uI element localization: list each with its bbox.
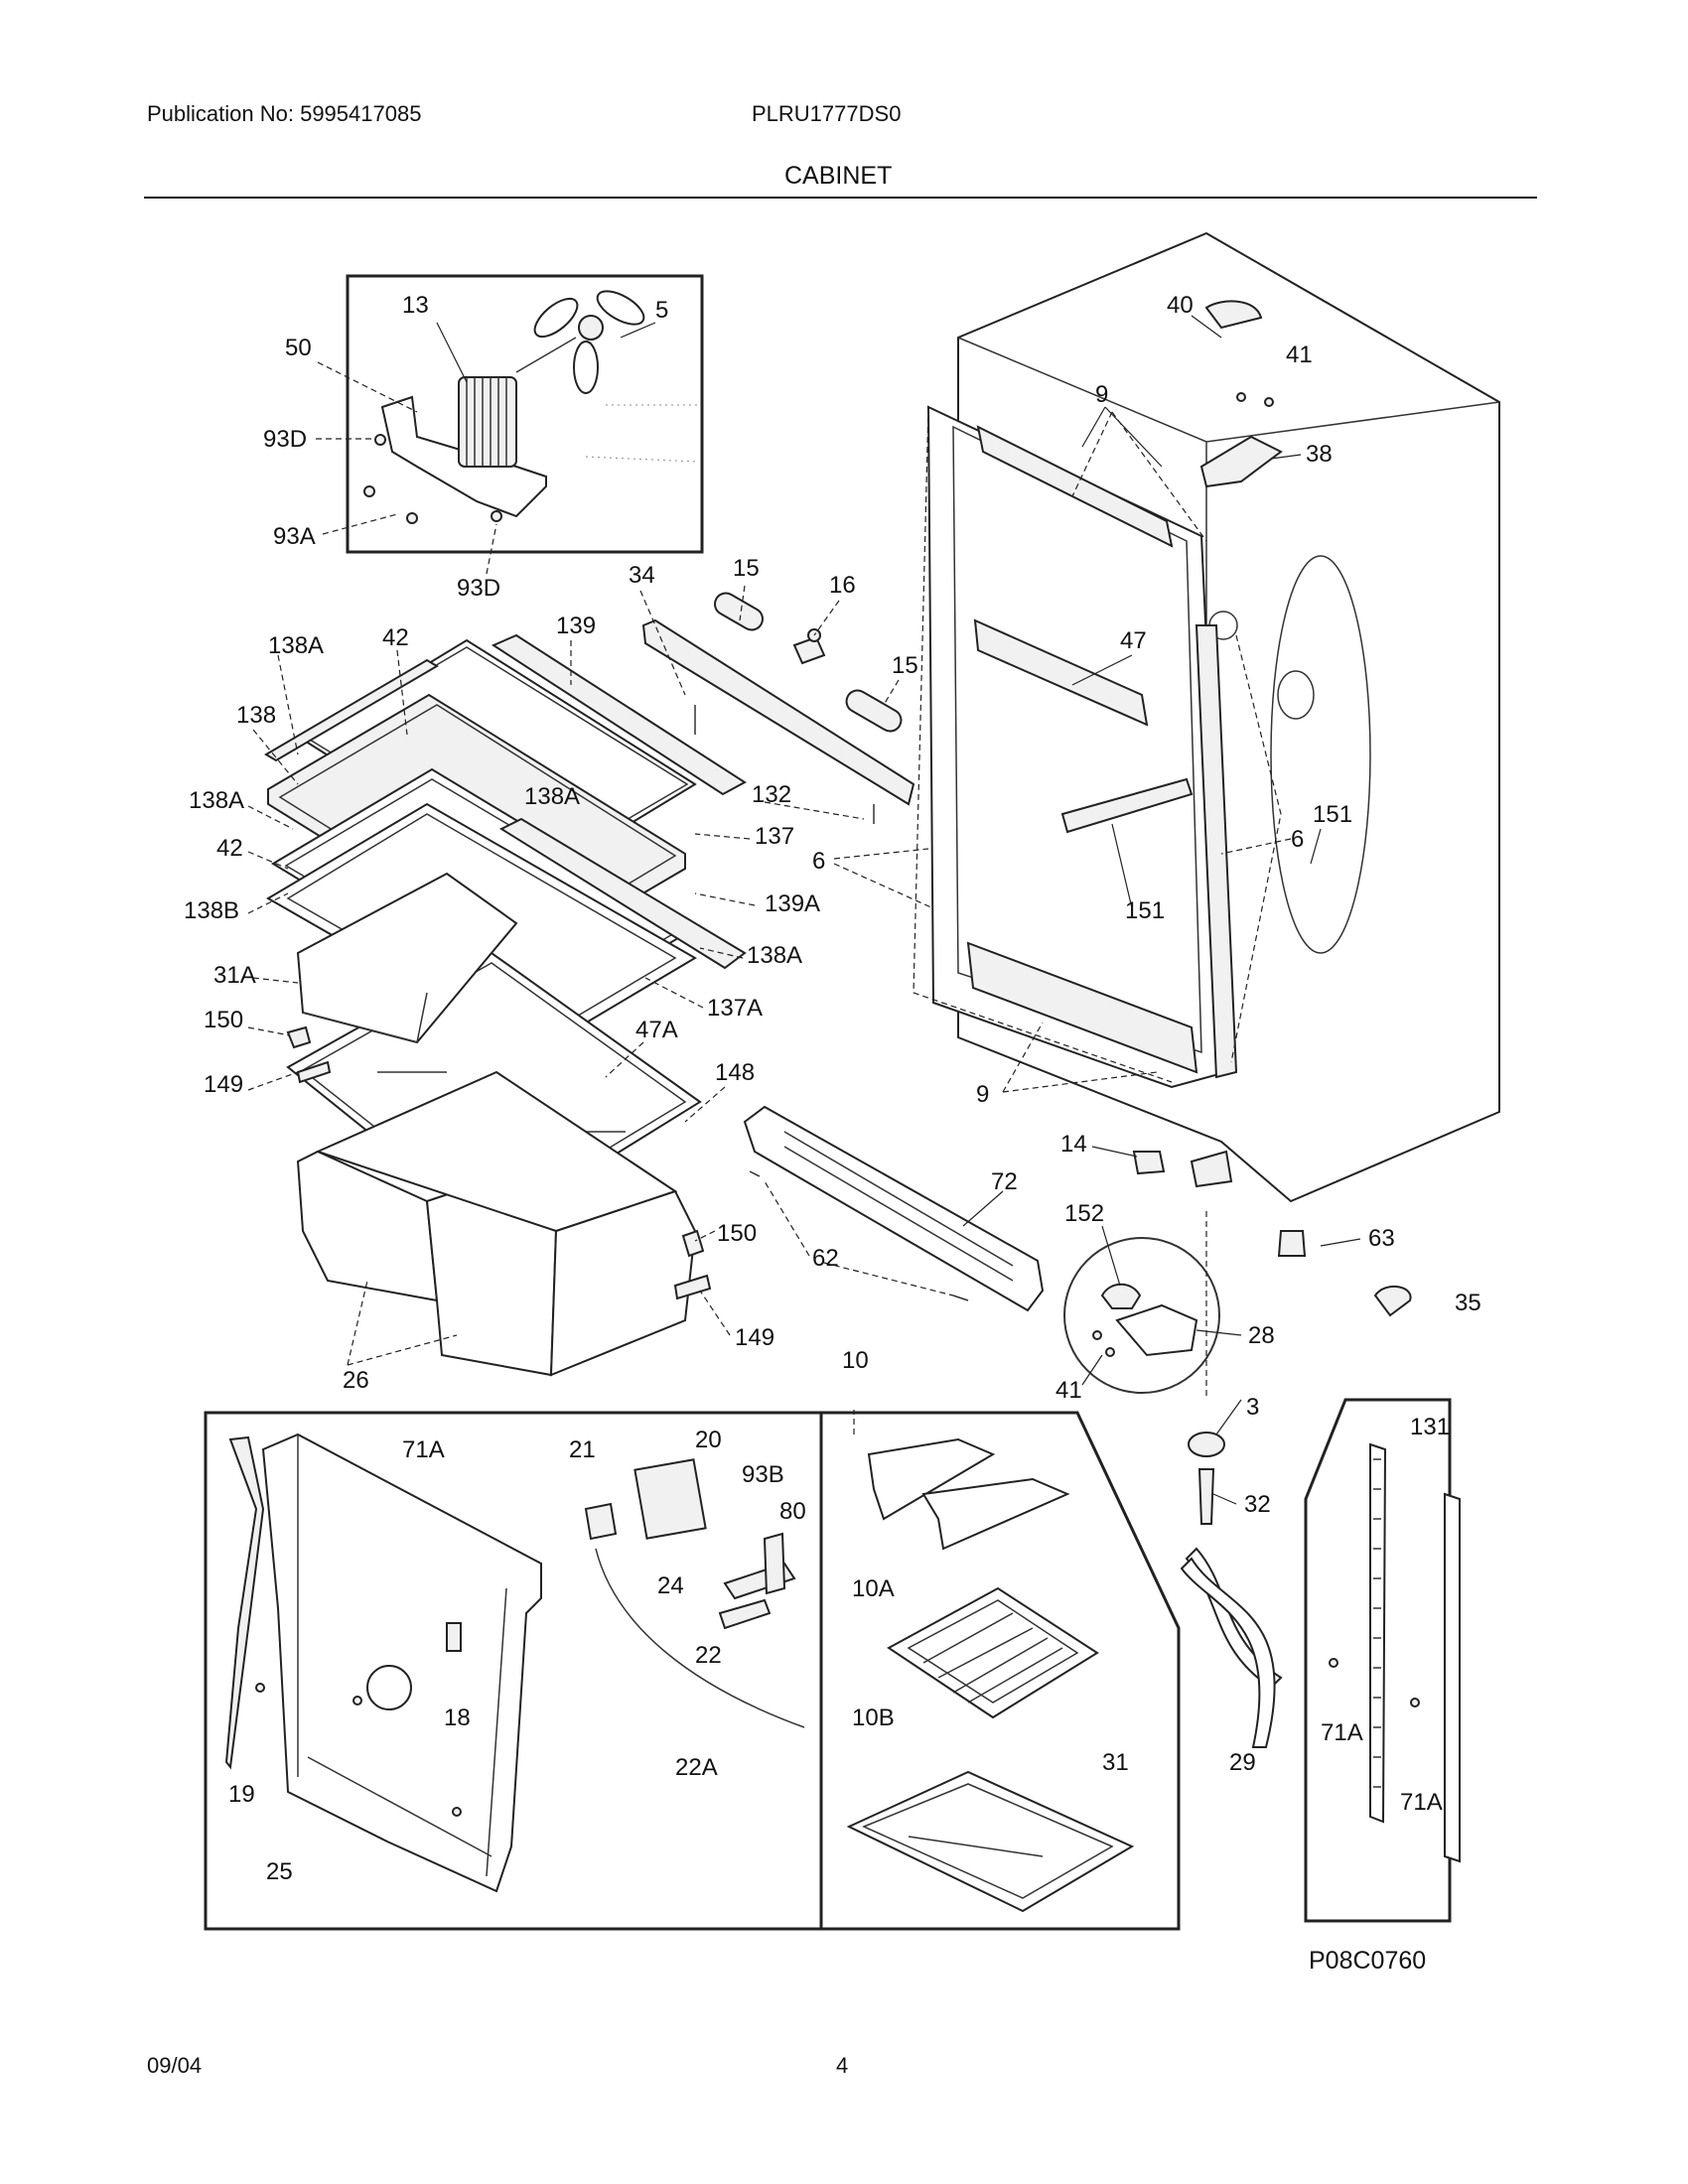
part-label: 148 bbox=[715, 1059, 755, 1086]
part-label: 40 bbox=[1167, 292, 1194, 319]
part-label: 138A bbox=[524, 783, 580, 810]
defrost-heater-inset bbox=[821, 1410, 1181, 1931]
part-label: 24 bbox=[657, 1572, 684, 1599]
part-label: 137 bbox=[755, 823, 794, 850]
part-label: 6 bbox=[812, 848, 825, 875]
part-label: 22 bbox=[695, 1642, 722, 1669]
part-label: 10 bbox=[842, 1347, 869, 1374]
part-label: 131 bbox=[1410, 1414, 1450, 1440]
part-label: 15 bbox=[892, 652, 918, 679]
part-label: 31A bbox=[213, 962, 256, 989]
part-label: 6 bbox=[1291, 826, 1304, 853]
publication-number: Publication No: 5995417085 bbox=[147, 101, 422, 126]
part-label: 16 bbox=[829, 572, 856, 599]
part-label: 152 bbox=[1064, 1200, 1104, 1227]
footer-date: 09/04 bbox=[147, 2053, 203, 2078]
part-label: 31 bbox=[1102, 1749, 1129, 1776]
part-label: 35 bbox=[1455, 1290, 1481, 1316]
part-label: 137A bbox=[707, 995, 763, 1022]
part-label: 138A bbox=[747, 942, 802, 969]
part-label: 149 bbox=[204, 1071, 243, 1098]
part-label: 38 bbox=[1306, 441, 1333, 468]
header-rule bbox=[144, 197, 1537, 199]
part-label: 93D bbox=[263, 426, 307, 453]
part-label: 151 bbox=[1313, 801, 1352, 828]
part-label: 5 bbox=[655, 297, 668, 324]
part-label: 72 bbox=[991, 1168, 1018, 1195]
part-label: 21 bbox=[569, 1436, 596, 1463]
part-label: 150 bbox=[717, 1220, 757, 1247]
kick-plate bbox=[743, 1105, 1045, 1312]
fan-blade-icon bbox=[533, 290, 645, 394]
part-label: 80 bbox=[779, 1498, 806, 1525]
part-label: 20 bbox=[695, 1427, 722, 1453]
part-label: 10B bbox=[852, 1705, 895, 1731]
part-label: 138A bbox=[268, 632, 324, 659]
part-label: 138B bbox=[184, 897, 239, 924]
part-label: 138 bbox=[236, 702, 276, 729]
part-label: 9 bbox=[1095, 381, 1108, 408]
cabinet-body bbox=[913, 231, 1500, 1203]
part-label: 10A bbox=[852, 1575, 895, 1602]
part-label: 29 bbox=[1229, 1749, 1256, 1776]
part-label: 19 bbox=[228, 1781, 255, 1808]
part-label: 3 bbox=[1246, 1394, 1259, 1421]
part-label: 42 bbox=[216, 835, 243, 862]
part-label: 63 bbox=[1368, 1225, 1395, 1252]
part-label: 71A bbox=[1321, 1719, 1363, 1746]
part-label: 28 bbox=[1248, 1322, 1275, 1349]
part-label: 71A bbox=[402, 1436, 445, 1463]
part-label: 15 bbox=[733, 555, 760, 582]
part-label: 138A bbox=[189, 787, 244, 814]
part-label: 151 bbox=[1125, 897, 1165, 924]
part-label: 22A bbox=[675, 1754, 718, 1781]
part-label: 18 bbox=[444, 1705, 471, 1731]
part-label: 41 bbox=[1055, 1377, 1082, 1404]
part-label: 132 bbox=[752, 781, 791, 808]
model-number: PLRU1777DS0 bbox=[752, 101, 902, 126]
part-label: 42 bbox=[382, 624, 409, 651]
part-label: 139A bbox=[765, 890, 820, 917]
part-label: 150 bbox=[204, 1007, 243, 1033]
leader-lines bbox=[247, 315, 1361, 1505]
part-label: 71A bbox=[1400, 1789, 1443, 1816]
page-number: 4 bbox=[836, 2053, 849, 2078]
part-label: 149 bbox=[735, 1324, 774, 1351]
section-title: CABINET bbox=[784, 162, 893, 190]
shelf-assemblies bbox=[264, 633, 747, 1377]
part-label: 14 bbox=[1060, 1131, 1087, 1158]
part-label: 25 bbox=[266, 1858, 293, 1885]
part-label: 47 bbox=[1120, 627, 1147, 654]
part-label: 9 bbox=[976, 1081, 989, 1108]
hinge-detail bbox=[1063, 1211, 1412, 1748]
part-label: 47A bbox=[635, 1017, 678, 1043]
part-label: 93D bbox=[457, 575, 500, 602]
part-label: 13 bbox=[402, 292, 429, 319]
drain-area-inset bbox=[204, 1411, 823, 1931]
part-label: 62 bbox=[812, 1245, 839, 1272]
part-label: 139 bbox=[556, 613, 596, 639]
part-label: 50 bbox=[285, 335, 312, 361]
part-label: 93A bbox=[273, 523, 316, 550]
fan-motor-inset bbox=[316, 274, 704, 575]
shelf-support-inset bbox=[1304, 1398, 1461, 1923]
part-label: 32 bbox=[1244, 1491, 1271, 1518]
part-label: 41 bbox=[1286, 341, 1313, 368]
part-label: 34 bbox=[629, 562, 655, 589]
part-callouts: 13 5 50 93D 93A 93D 40 41 9 38 34 15 16 … bbox=[184, 292, 1481, 1975]
part-label: 93B bbox=[742, 1461, 784, 1488]
diagram-code: P08C0760 bbox=[1309, 1947, 1426, 1975]
part-label: 26 bbox=[343, 1367, 369, 1394]
